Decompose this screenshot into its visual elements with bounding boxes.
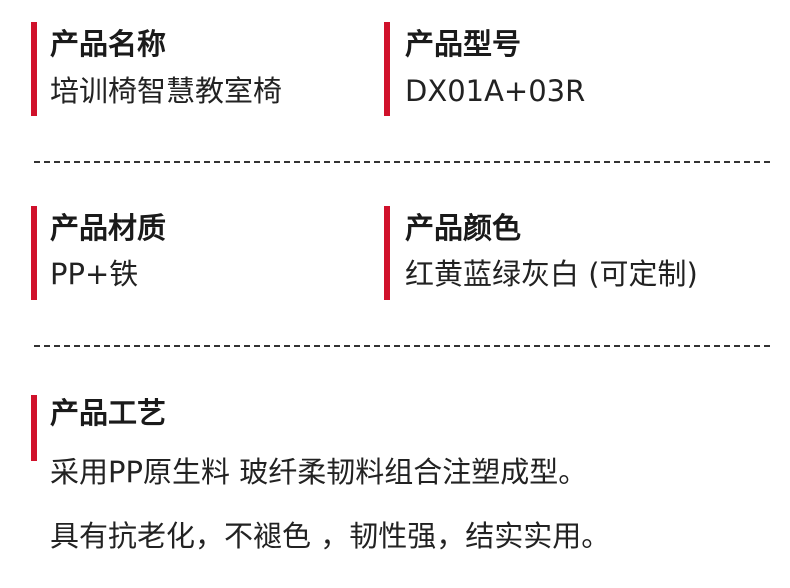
accent-bar [31,206,37,300]
spec-value-material: PP+铁 [50,257,139,291]
accent-bar [31,395,37,461]
accent-bar [384,22,390,116]
spec-label-name: 产品名称 [50,27,167,61]
divider [34,161,770,163]
accent-bar [384,206,390,300]
spec-label-model: 产品型号 [405,27,522,61]
spec-value-color: 红黄蓝绿灰白 (可定制) [405,257,698,291]
accent-bar [31,22,37,116]
spec-value-model: DX01A+03R [405,74,586,108]
process-line: 具有抗老化，不褪色 ，韧性强，结实实用。 [50,519,611,553]
spec-label-color: 产品颜色 [405,211,522,245]
spec-label-material: 产品材质 [50,211,167,245]
process-label: 产品工艺 [50,396,167,430]
divider [34,345,770,347]
process-line: 采用PP原生料 玻纤柔韧料组合注塑成型。 [50,455,588,489]
spec-value-name: 培训椅智慧教室椅 [50,74,283,108]
